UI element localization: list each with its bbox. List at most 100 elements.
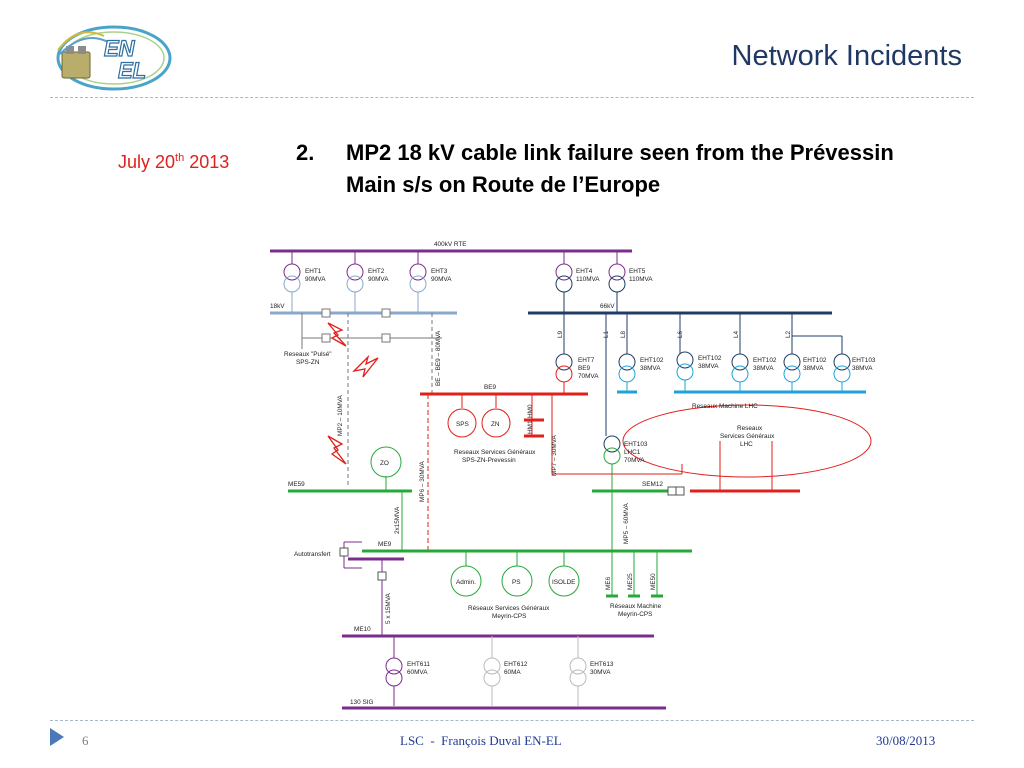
diagram-label: L6 xyxy=(677,330,684,338)
svg-text:EL: EL xyxy=(118,58,146,83)
diagram-label: L4 xyxy=(733,330,740,338)
diagram-label: SPS-ZN-Prevessin xyxy=(462,457,516,464)
diagram-label: Services Généraux xyxy=(720,433,775,440)
page-title: Network Incidents xyxy=(731,40,963,72)
footer-date: 30/08/2013 xyxy=(876,733,936,748)
diagram-label: MP6 – 30MVA xyxy=(419,461,426,502)
date-month-day: July 20 xyxy=(118,152,176,172)
diagram-label: BE9 xyxy=(578,365,591,372)
diagram-label: EHT7 xyxy=(578,357,595,364)
diagram-label: EHT613 xyxy=(590,661,614,668)
diagram-label: BE9 xyxy=(484,384,497,391)
diagram-label: 110MVA xyxy=(629,276,653,283)
diagram-label: Meyrin-CPS xyxy=(492,613,526,620)
diagram-label: 2x15MVA xyxy=(394,506,401,534)
date-year: 2013 xyxy=(184,152,230,172)
diagram-label: HM0 xyxy=(527,404,534,418)
diagram-label: Admin. xyxy=(456,579,476,586)
diagram-label: L2 xyxy=(785,330,792,338)
diagram-label: 60MVA xyxy=(407,669,428,676)
diagram-label: LHC xyxy=(740,441,753,448)
diagram-label: L8 xyxy=(620,330,627,338)
diagram-label: 90MVA xyxy=(305,276,326,283)
bus-400kv-label: 400kV RTE xyxy=(434,241,467,248)
diagram-label: 38MVA xyxy=(852,365,873,372)
diagram-label: 38MVA xyxy=(753,365,774,372)
diagram-label: 5 x 15MVA xyxy=(385,592,392,624)
diagram-label: ISOLDE xyxy=(552,579,575,586)
header-divider xyxy=(50,97,974,98)
bus-66kv-label: 66kV xyxy=(600,303,615,310)
diagram-label: Autotransfert xyxy=(294,551,331,558)
diagram-label: EHT102 xyxy=(698,355,722,362)
incident-date: July 20th 2013 xyxy=(118,152,229,173)
heading-number: 2. xyxy=(296,140,315,165)
diagram-label: Reseaux "Pulsé" xyxy=(284,351,332,358)
diagram-label: Reseaux xyxy=(737,425,763,432)
diagram-label: 38MVA xyxy=(698,363,719,370)
diagram-label: EHT103 xyxy=(852,357,876,364)
diagram-label: SEM12 xyxy=(642,481,663,488)
diagram-label: ME10 xyxy=(354,626,371,633)
diagram-label: 70MVA xyxy=(578,373,599,380)
lhc-ring xyxy=(622,404,872,478)
fault-lightning-2 xyxy=(352,354,379,378)
diagram-label: SPS-ZN xyxy=(296,359,320,366)
transformer-eht7: EHT7 BE9 70MVA xyxy=(555,353,599,394)
page-number: 6 xyxy=(82,733,89,748)
diagram-label: MP2 – 10MVA xyxy=(337,395,344,436)
diagram-label: PS xyxy=(512,579,521,586)
diagram-label: EHT1 xyxy=(305,268,322,275)
diagram-label: MP7 – 30MVA xyxy=(551,435,558,476)
diagram-label: EHT4 xyxy=(576,268,593,275)
diagram-label: L9 xyxy=(557,330,564,338)
diagram-label: L1 xyxy=(603,330,610,338)
diagram-label: Réseaux Machine xyxy=(610,603,662,610)
slide-nav-arrow-icon xyxy=(50,728,64,751)
diagram-label: Réseaux Services Généraux xyxy=(468,605,550,612)
svg-text:EN: EN xyxy=(104,36,136,61)
diagram-label: EHT612 xyxy=(504,661,528,668)
diagram-label: LHC1 xyxy=(624,449,641,456)
diagram-label: EHT3 xyxy=(431,268,448,275)
diagram-label: Reseaux Machine LHC xyxy=(692,403,758,410)
footer-author: LSC - François Duval EN-EL xyxy=(400,733,562,748)
diagram-label: ME9 xyxy=(378,541,392,548)
diagram-label: EHT102 xyxy=(640,357,664,364)
heading-text: MP2 18 kV cable link failure seen from t… xyxy=(346,140,894,197)
diagram-label: 110MVA xyxy=(576,276,600,283)
diagram-label: MP5 – 60MVA xyxy=(623,503,630,544)
diagram-label: ME6 xyxy=(605,576,612,590)
bus-18kv-label: 18kV xyxy=(270,303,285,310)
diagram-label: EHT102 xyxy=(753,357,777,364)
diagram-label: ZN xyxy=(491,421,500,428)
diagram-label: 90MVA xyxy=(368,276,389,283)
diagram-label: BE – BE9 – 80MVA xyxy=(435,330,442,386)
diagram-label: ME59 xyxy=(288,481,305,488)
diagram-label: 38MVA xyxy=(640,365,661,372)
diagram-label: EHT102 xyxy=(803,357,827,364)
footer-divider xyxy=(50,720,974,721)
date-suffix: th xyxy=(175,152,185,164)
diagram-label: 30MVA xyxy=(590,669,611,676)
diagram-label: EHT5 xyxy=(629,268,646,275)
diagram-label: Reseaux Services Généraux xyxy=(454,449,536,456)
diagram-label: SPS xyxy=(456,421,469,428)
diagram-label: 70MVA xyxy=(624,457,645,464)
diagram-label: 60MA xyxy=(504,669,521,676)
diagram-label: EHT611 xyxy=(407,661,430,668)
diagram-label: EHT2 xyxy=(368,268,385,275)
